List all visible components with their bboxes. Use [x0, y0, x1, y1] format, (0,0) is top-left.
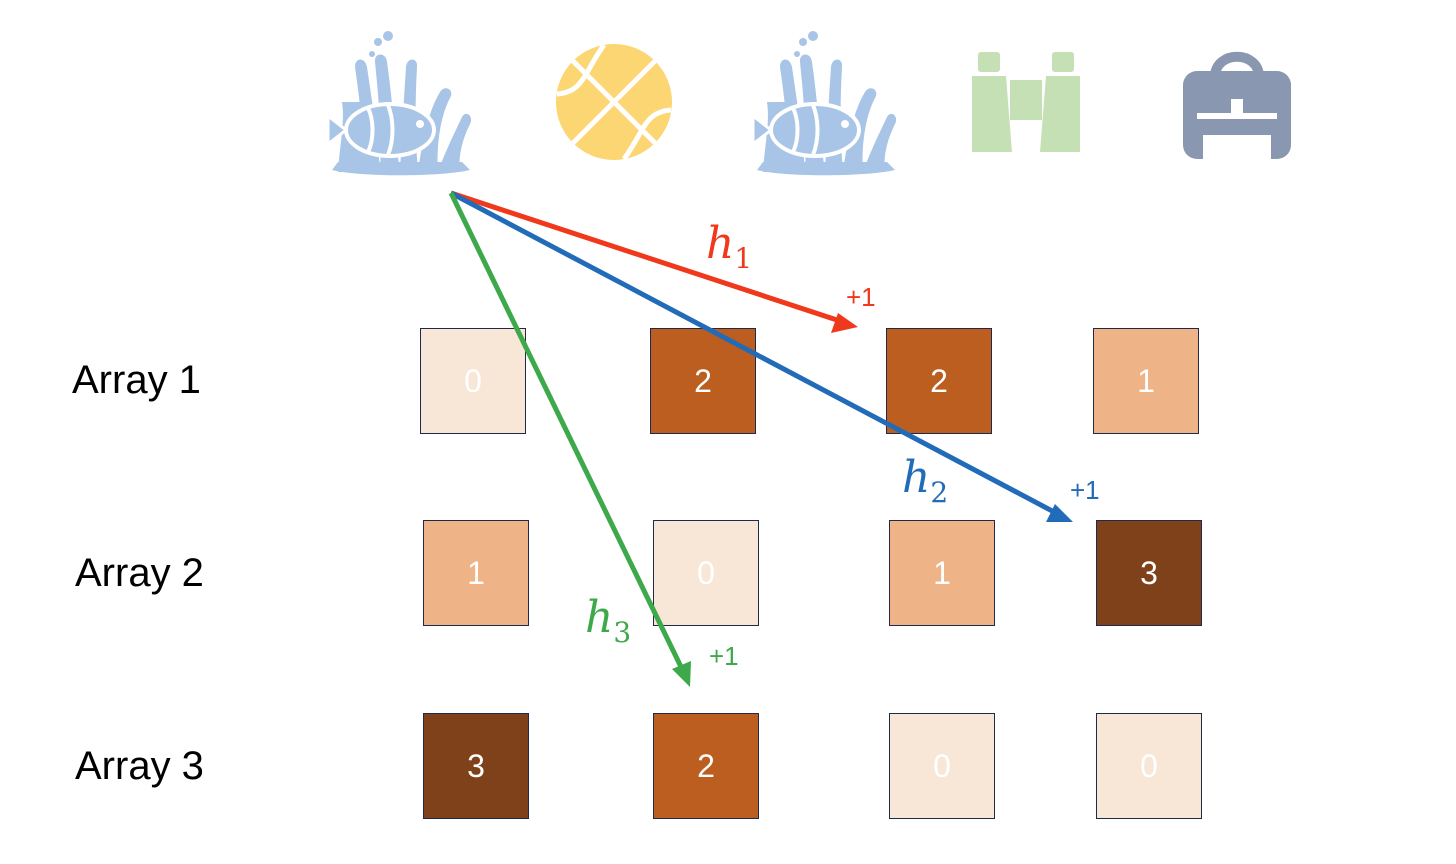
array-1-label: Array 1: [72, 358, 201, 402]
array-3-cell: 3: [423, 713, 529, 819]
h3-name: h: [585, 592, 614, 643]
h1-label: h1: [706, 218, 752, 275]
item-icons-row: [326, 31, 1291, 176]
array-2-label: Array 2: [75, 551, 204, 595]
h2-increment: +1: [1070, 475, 1100, 505]
basketball-icon: [556, 43, 672, 161]
h3-label: h3: [585, 592, 631, 649]
array-3-cell: 0: [1096, 713, 1202, 819]
array-2-cell: 1: [423, 520, 529, 626]
anemone-fish-icon: [751, 31, 897, 176]
array-1-cell: 2: [886, 328, 992, 434]
h2-label: h2: [902, 452, 948, 509]
h3-increment: +1: [709, 641, 739, 671]
array-1-cell: 1: [1093, 328, 1199, 434]
array-3-cell: 2: [653, 713, 759, 819]
h1-subscript: 1: [734, 242, 753, 275]
anemone-fish-icon: [326, 31, 472, 176]
array-2-cell: 3: [1096, 520, 1202, 626]
array-2-cell: 0: [653, 520, 759, 626]
array-3-cell: 0: [889, 713, 995, 819]
h3-subscript: 3: [613, 616, 632, 649]
h2-subscript: 2: [930, 476, 949, 509]
binoculars-icon: [972, 52, 1080, 152]
array-1-cell: 0: [420, 328, 526, 434]
h1-name: h: [706, 218, 735, 269]
array-3-label: Array 3: [75, 744, 204, 788]
h1-increment: +1: [846, 282, 876, 312]
array-1-cell: 2: [650, 328, 756, 434]
array-2-cell: 1: [889, 520, 995, 626]
h1-arrow: [450, 190, 858, 333]
h2-name: h: [902, 452, 931, 503]
backpack-icon: [1183, 51, 1291, 159]
